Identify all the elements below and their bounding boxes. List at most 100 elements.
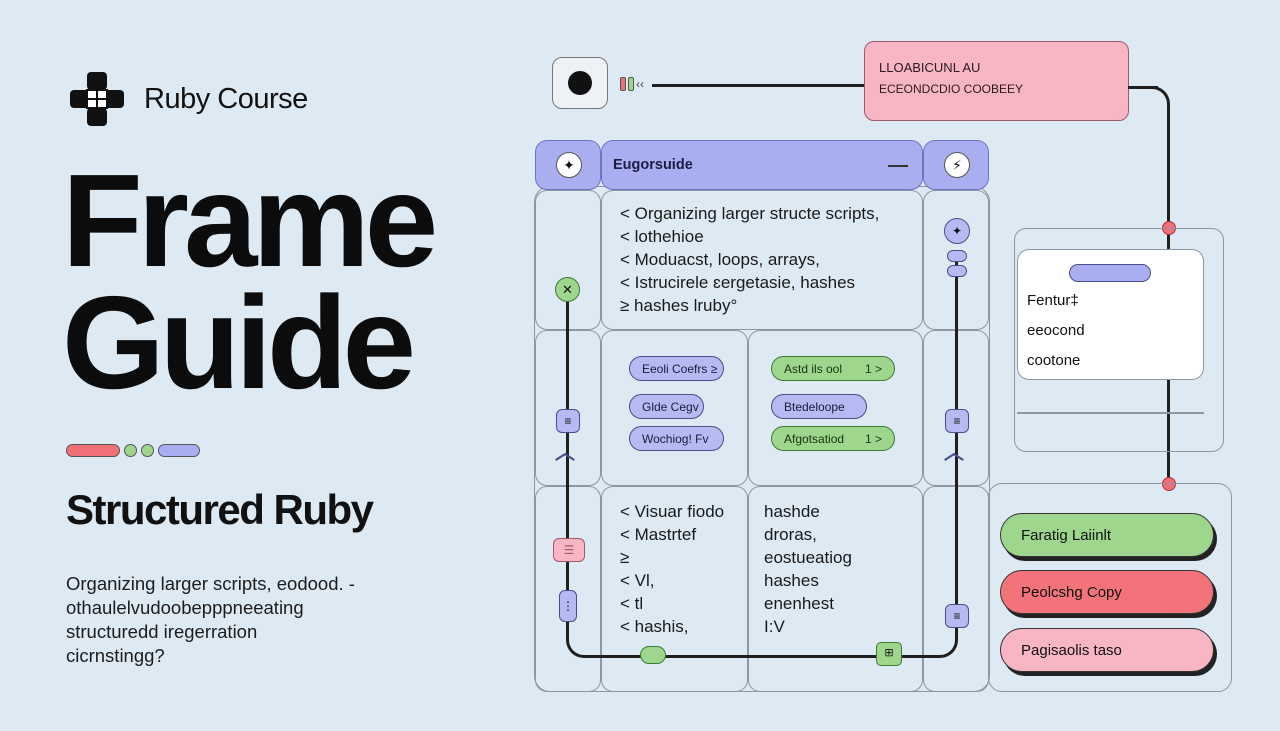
cell-center-right-mid (748, 330, 923, 486)
connector-handle-icon[interactable]: ‹‹ (620, 77, 644, 91)
list-icon-right[interactable]: ≡ (945, 409, 969, 433)
progress-pills (66, 444, 200, 457)
bottom-code-list-left: < Visuar fiodo < Mastrtef ≥ < Vl, < tl <… (620, 500, 724, 638)
page-title-line-2: Guide (62, 269, 416, 416)
list-item: enenhest (764, 594, 834, 613)
list-item: < tl (620, 594, 644, 613)
list-item: hashde (764, 502, 820, 521)
top-note-card: LLOABICUNL AU ECEONDCDIO COOBEEY (864, 41, 1129, 121)
description: Organizing larger scripts, eodood. - oth… (66, 572, 386, 668)
bottom-code-list-right: hashde droras, eostueatiog hashes enenhe… (764, 500, 852, 638)
drag-handle-icon[interactable]: ⋮ (559, 590, 577, 622)
connector-bottom-line (604, 655, 934, 658)
list-item: < Organizing larger structe scripts, (620, 204, 880, 223)
action-button-2-label: Peolcshg Copy (1021, 583, 1122, 601)
list-icon[interactable]: ≡ (556, 409, 580, 433)
cell-center-left-bottom (601, 486, 748, 692)
side-card: Fentur‡ eeocond cootone (1017, 249, 1204, 380)
note-icon[interactable]: ☰ (553, 538, 585, 562)
side-card-item[interactable]: Fentur‡ (1027, 292, 1079, 309)
right-rail-line (955, 250, 958, 620)
brand-name: Ruby Course (144, 82, 308, 115)
toggle-icon[interactable] (947, 265, 967, 277)
description-line: Organizing larger scripts, eodood. - (66, 573, 355, 594)
list-item: < Moduacst, loops, arrays, (620, 250, 820, 269)
left-rail-line (566, 300, 569, 630)
page-title: Frame Guide (62, 147, 438, 416)
side-frame-upper (1014, 228, 1224, 452)
chip-right-1[interactable]: Astd ils ool 1 > (771, 356, 895, 381)
chip-right-2[interactable]: Btedeloope (771, 394, 867, 419)
pin-icon[interactable]: ✦ (944, 218, 970, 244)
run-icon: ⚡ (944, 152, 970, 178)
top-note-line-2: ECEONDCDIO COOBEEY (879, 82, 1024, 96)
list-item: droras, (764, 525, 817, 544)
cell-center-right-bottom (748, 486, 923, 692)
list-icon-bottom[interactable]: ≡ (945, 604, 969, 628)
action-button-2[interactable]: Peolcshg Copy (1000, 570, 1214, 614)
action-button-1-label: Faratig Laiinlt (1021, 526, 1112, 544)
connector-node-green[interactable] (640, 646, 666, 664)
close-icon[interactable]: ✕ (555, 277, 580, 302)
header-title-bar[interactable]: Eugorsuide (601, 140, 923, 190)
connector-bottom-elbow-left (566, 626, 606, 658)
chevron-up-icon-right[interactable]: ︿ (944, 442, 964, 464)
action-button-1[interactable]: Faratig Laiinlt (1000, 513, 1214, 557)
chevron-up-icon[interactable]: ︿ (555, 442, 575, 464)
chip-right-3-suffix: 1 > (864, 431, 882, 446)
brand-logo-icon (70, 72, 124, 126)
list-item: I:V (764, 617, 785, 636)
minimize-icon[interactable] (888, 165, 908, 167)
progress-pill-dot-green-1 (124, 444, 137, 457)
list-item: eostueatiog (764, 548, 852, 567)
brand: Ruby Course (68, 70, 308, 128)
list-item: < Visuar fiodo (620, 502, 725, 521)
description-line: cicrnstingg? (66, 645, 165, 666)
record-button[interactable] (552, 57, 608, 109)
connector-node-square[interactable]: ⊞ (876, 642, 902, 666)
description-line: structuredd iregerration (66, 621, 258, 642)
side-divider (1017, 412, 1204, 414)
chip-left-3[interactable]: Wochiog! Fv (629, 426, 724, 451)
chip-left-2[interactable]: Glde Cegv (629, 394, 704, 419)
connector-line-top (652, 84, 865, 87)
connector-elbow (1140, 86, 1170, 116)
action-button-3-label: Pagisaolis taso (1021, 641, 1122, 659)
side-card-item[interactable]: eeocond (1027, 322, 1085, 339)
list-item: < Istrucirele ɛergetasie, hashes (620, 273, 856, 292)
actions-frame (988, 483, 1232, 692)
list-item: < hashis, (620, 617, 689, 636)
connector-node-lower (1162, 477, 1176, 491)
chip-left-1[interactable]: Eeoli Coefrs ≥ (629, 356, 724, 381)
side-card-item[interactable]: cootone (1027, 352, 1081, 369)
progress-pill-blue (158, 444, 200, 457)
subtitle: Structured Ruby (66, 486, 374, 533)
list-item: < Vl, (620, 571, 655, 590)
cell-center-top (601, 190, 923, 330)
chip-right-3-label: Afgotsatiod (784, 431, 845, 446)
record-dot-icon (568, 71, 592, 95)
chip-right-1-label: Astd ils ool (784, 361, 843, 376)
top-note-line-1: LLOABICUNL AU (879, 60, 981, 75)
minus-icon[interactable] (947, 250, 967, 262)
progress-pill-red (66, 444, 120, 457)
list-item: ≥ (620, 548, 630, 567)
header-right-tab[interactable]: ⚡ (923, 140, 989, 190)
connector-bottom-elbow-right (924, 620, 958, 658)
list-item: hashes (764, 571, 819, 590)
description-line: othaulelvudoobepppneeating (66, 597, 304, 618)
sparkle-icon: ✦ (556, 152, 582, 178)
chip-right-1-suffix: 1 > (864, 361, 882, 376)
list-item: < lothehioe (620, 227, 704, 246)
cell-center-left-mid (601, 330, 748, 486)
header-left-tab[interactable]: ✦ (535, 140, 601, 190)
progress-pill-dot-green-2 (141, 444, 154, 457)
chip-right-3[interactable]: Afgotsatiod 1 > (771, 426, 895, 451)
list-item: ≥ hashes lruby° (620, 296, 738, 315)
side-card-pill[interactable] (1069, 264, 1151, 282)
action-button-3[interactable]: Pagisaolis taso (1000, 628, 1214, 672)
top-code-list: < Organizing larger structe scripts, < l… (620, 202, 879, 317)
list-item: < Mastrtef (620, 525, 697, 544)
header-title: Eugorsuide (613, 157, 693, 173)
page-title-line-1: Frame (62, 147, 438, 294)
